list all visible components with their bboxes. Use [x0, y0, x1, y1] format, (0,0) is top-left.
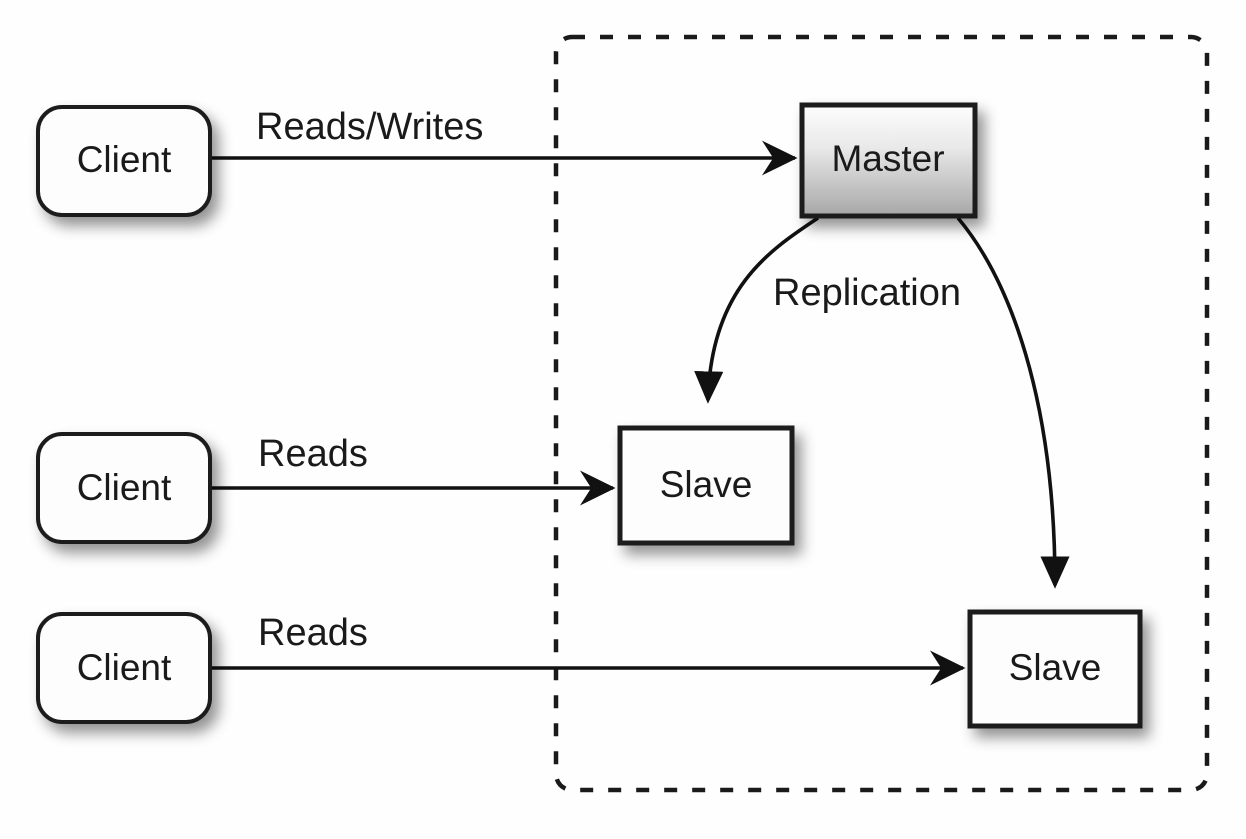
- slave-bottom-box[interactable]: [967, 609, 1143, 729]
- master-label: Master: [831, 138, 944, 179]
- node-master[interactable]: Master: [799, 102, 978, 219]
- node-client-bottom[interactable]: Client: [36, 612, 212, 724]
- slave-bottom-label: Slave: [1009, 647, 1102, 688]
- master-box[interactable]: [799, 102, 978, 219]
- slave-top-box[interactable]: [617, 425, 795, 546]
- client-bottom-label: Client: [77, 647, 172, 688]
- edge-label-reads-writes: Reads/Writes: [256, 106, 483, 148]
- edge-label-reads-bottom: Reads: [258, 612, 368, 654]
- node-client-middle[interactable]: Client: [36, 432, 212, 544]
- edge-label-replication: Replication: [773, 272, 961, 314]
- client-middle-label: Client: [77, 467, 172, 508]
- client-top-box[interactable]: [36, 105, 212, 217]
- edge-master-to-slave-top: [694, 216, 819, 404]
- node-slave-bottom[interactable]: Slave: [967, 609, 1143, 729]
- slave-top-label: Slave: [660, 464, 753, 505]
- edge-master-to-slave-bottom: [956, 216, 1070, 589]
- client-bottom-box[interactable]: [36, 612, 212, 724]
- node-slave-top[interactable]: Slave: [617, 425, 795, 546]
- client-top-label: Client: [77, 139, 172, 180]
- database-cluster-boundary: [553, 34, 1210, 793]
- client-middle-box[interactable]: [36, 432, 212, 544]
- node-client-top[interactable]: Client: [36, 105, 212, 217]
- edge-label-reads-middle: Reads: [258, 433, 368, 475]
